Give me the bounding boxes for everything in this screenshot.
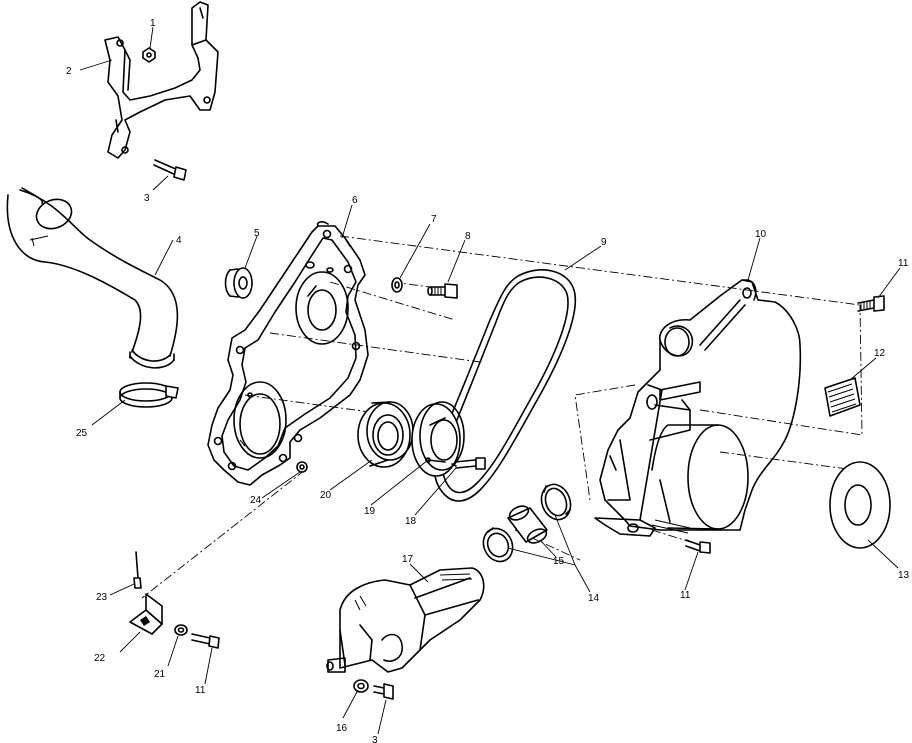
bushing-15 bbox=[507, 505, 548, 544]
callout-7: 7 bbox=[431, 214, 437, 225]
stud-23 bbox=[133, 551, 142, 589]
sprocket-19 bbox=[411, 401, 465, 477]
callout-12: 12 bbox=[874, 348, 886, 359]
callout-22: 22 bbox=[94, 653, 106, 664]
bearing-14-lower bbox=[482, 527, 514, 563]
callout-11-lower: 11 bbox=[680, 590, 691, 601]
callout-9: 9 bbox=[601, 237, 607, 248]
callout-2: 2 bbox=[66, 66, 72, 77]
callout-23: 23 bbox=[96, 592, 108, 603]
nut-1 bbox=[142, 47, 156, 63]
gasket-13 bbox=[829, 461, 891, 549]
washer-21 bbox=[174, 624, 188, 636]
callout-24: 24 bbox=[250, 495, 262, 506]
bracket-assembly bbox=[104, 1, 219, 181]
callout-5: 5 bbox=[254, 228, 260, 239]
decal-12 bbox=[824, 377, 861, 417]
intake-duct bbox=[6, 187, 179, 369]
outer-cover-10 bbox=[594, 279, 802, 537]
callout-4: 4 bbox=[176, 235, 182, 246]
callout-1: 1 bbox=[150, 18, 156, 29]
outlet-duct-17 bbox=[326, 567, 485, 673]
callout-15: 15 bbox=[553, 556, 565, 567]
washer-5 bbox=[224, 267, 253, 299]
washer-7 bbox=[391, 277, 403, 293]
callout-17: 17 bbox=[402, 554, 414, 565]
washer-16 bbox=[353, 679, 369, 693]
inner-case-6 bbox=[207, 221, 369, 486]
clamp-25 bbox=[119, 382, 179, 408]
callout-11-small: 11 bbox=[195, 685, 206, 696]
callout-8: 8 bbox=[465, 231, 471, 242]
bolt-8 bbox=[427, 283, 458, 299]
bolt-11-top bbox=[857, 295, 885, 312]
seal-20 bbox=[357, 401, 414, 468]
callout-3: 3 bbox=[144, 193, 150, 204]
callout-6: 6 bbox=[352, 195, 358, 206]
callout-16: 16 bbox=[336, 723, 348, 734]
leader-lines bbox=[79, 26, 901, 735]
callout-18: 18 bbox=[405, 516, 417, 527]
callout-21: 21 bbox=[154, 669, 166, 680]
bolt-3 bbox=[153, 159, 187, 181]
callout-19: 19 bbox=[364, 506, 376, 517]
callouts: 1 2 3 4 5 6 7 8 9 10 11 12 13 14 15 11 1… bbox=[66, 18, 910, 743]
callout-3-lower: 3 bbox=[372, 735, 378, 743]
washer-24 bbox=[296, 461, 308, 473]
bolt-11-small bbox=[191, 633, 220, 649]
callout-14: 14 bbox=[588, 593, 600, 604]
drive-chain-9 bbox=[433, 269, 577, 502]
callout-11-top: 11 bbox=[898, 258, 909, 269]
bearing-14-upper bbox=[540, 483, 572, 521]
callout-13: 13 bbox=[898, 570, 910, 581]
bolt-11-lower bbox=[685, 539, 711, 554]
callout-25: 25 bbox=[76, 428, 88, 439]
callout-20: 20 bbox=[320, 490, 332, 501]
bracket-22 bbox=[129, 593, 163, 635]
bolt-3-lower bbox=[373, 683, 394, 700]
bolt-18 bbox=[451, 457, 486, 470]
callout-10: 10 bbox=[755, 229, 767, 240]
